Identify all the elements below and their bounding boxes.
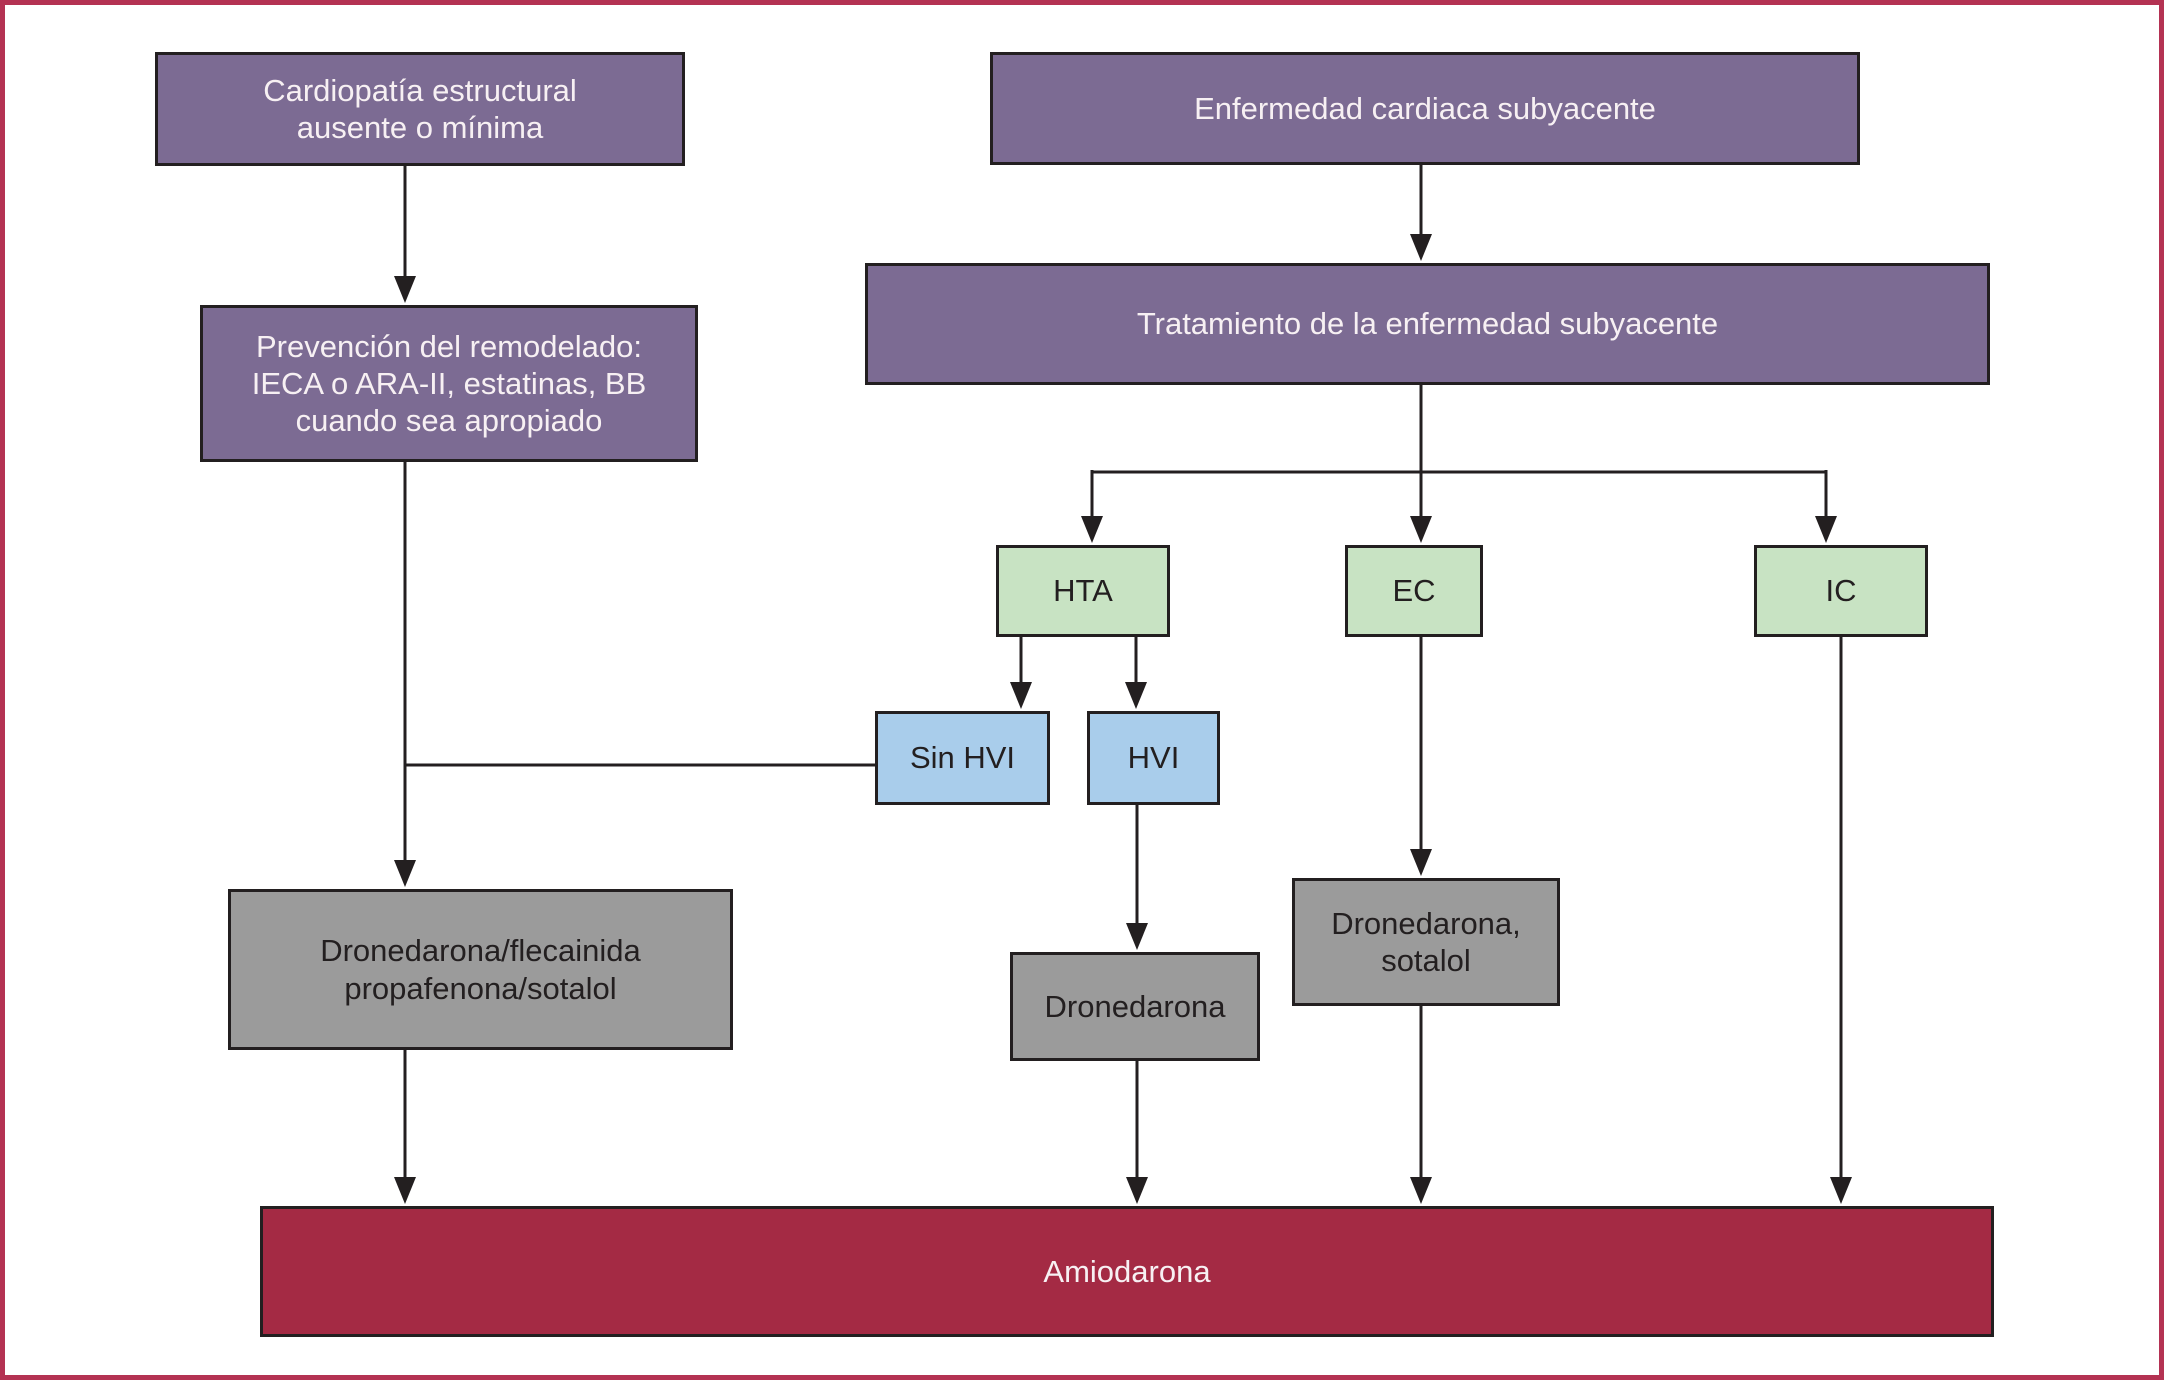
node-hvi: HVI: [1087, 711, 1220, 805]
node-ec-label: EC: [1392, 573, 1436, 609]
node-dronedarona-flecainida-label: Dronedarona/flecainida propafenona/sotal…: [320, 933, 641, 1006]
arrow-dronedarona-sotalol-to-amiodarona: [1410, 1006, 1432, 1204]
node-hta-label: HTA: [1053, 573, 1113, 609]
arrow-dronedarona-to-amiodarona: [1126, 1061, 1148, 1204]
node-ic: IC: [1754, 545, 1928, 637]
node-enfermedad-cardiaca: Enfermedad cardiaca subyacente: [990, 52, 1860, 165]
arrow-branch-to-hta: [1081, 470, 1103, 543]
node-ic-label: IC: [1825, 573, 1857, 609]
node-prevencion-remodelado: Prevención del remodelado: IECA o ARA-II…: [200, 305, 698, 462]
node-tratamiento-enfermedad: Tratamiento de la enfermedad subyacente: [865, 263, 1990, 385]
node-sin-hvi: Sin HVI: [875, 711, 1050, 805]
arrow-branch-to-ic: [1815, 470, 1837, 543]
arrow-prevencion-to-dronedarona-flecainida: [394, 462, 416, 887]
arrow-hvi-to-dronedarona: [1126, 805, 1148, 950]
node-amiodarona-label: Amiodarona: [1043, 1253, 1211, 1289]
arrow-ic-to-amiodarona: [1830, 637, 1852, 1204]
node-sin-hvi-label: Sin HVI: [909, 740, 1016, 776]
node-enfermedad-label: Enfermedad cardiaca subyacente: [1194, 90, 1656, 126]
arrow-cardiopatia-to-prevencion: [394, 166, 416, 303]
arrow-hta-to-hvi: [1125, 637, 1147, 709]
node-cardiopatia-estructural: Cardiopatía estructural ausente o mínima: [155, 52, 685, 166]
node-amiodarona: Amiodarona: [260, 1206, 1994, 1337]
arrow-hta-to-sin-hvi: [1010, 637, 1032, 709]
node-hta: HTA: [996, 545, 1170, 637]
node-prevencion-label: Prevención del remodelado: IECA o ARA-II…: [251, 328, 647, 439]
node-dronedarona-sotalol: Dronedarona, sotalol: [1292, 878, 1560, 1006]
arrow-dronedarona-flecainida-to-amiodarona: [394, 1050, 416, 1204]
node-dronedarona-label: Dronedarona: [1044, 988, 1226, 1024]
arrow-ec-to-dronedarona-sotalol: [1410, 637, 1432, 876]
node-dronedarona-sotalol-label: Dronedarona, sotalol: [1331, 905, 1521, 978]
node-tratamiento-label: Tratamiento de la enfermedad subyacente: [1136, 306, 1719, 342]
arrow-enfermedad-to-tratamiento: [1410, 165, 1432, 261]
node-dronedarona-flecainida: Dronedarona/flecainida propafenona/sotal…: [228, 889, 733, 1050]
node-dronedarona: Dronedarona: [1010, 952, 1260, 1061]
node-hvi-label: HVI: [1127, 740, 1180, 776]
arrow-tratamiento-to-ec: [1410, 385, 1432, 543]
node-ec: EC: [1345, 545, 1483, 637]
node-cardiopatia-label: Cardiopatía estructural ausente o mínima: [263, 72, 577, 145]
